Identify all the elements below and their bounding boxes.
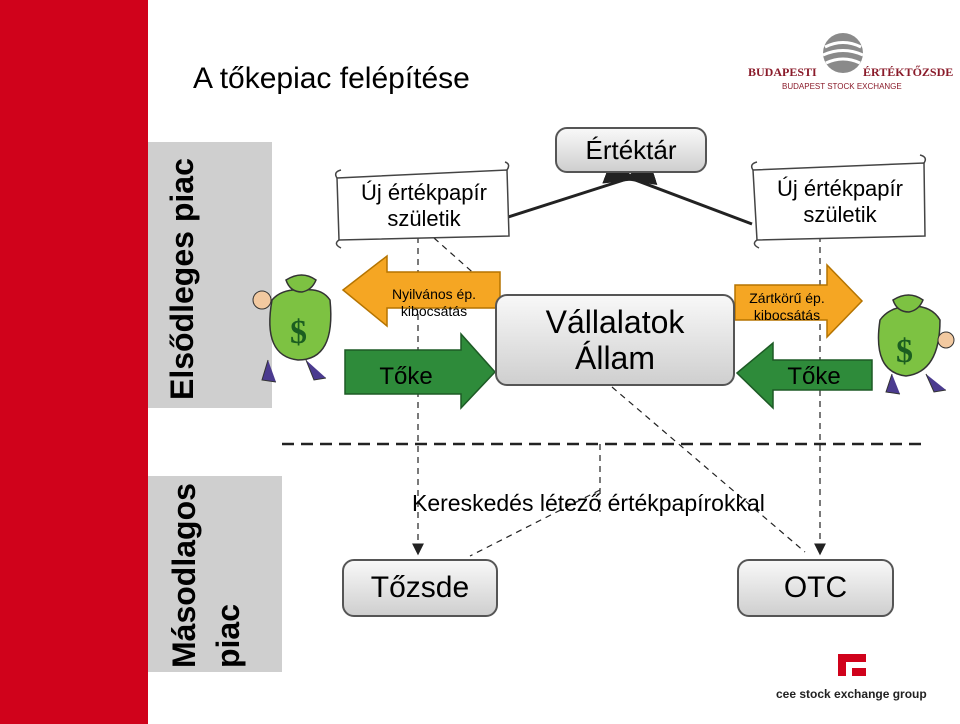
left-capital-arrow	[344, 332, 497, 410]
bse-logo-sub: BUDAPEST STOCK EXCHANGE	[782, 82, 902, 91]
link-securities-to-right-scroll	[602, 155, 753, 226]
money-bag-left-icon: $	[252, 274, 332, 383]
right-scroll	[750, 154, 927, 249]
red-side-bar	[0, 0, 148, 724]
trading-label: Kereskedés létező értékpapírokkal	[412, 490, 765, 516]
money-bag-right-icon: $	[877, 294, 955, 395]
right-capital-label: Tőke	[787, 363, 841, 390]
issuers-line2: Állam	[574, 340, 655, 376]
issuers-line1: Vállalatok	[545, 304, 685, 340]
left-scroll-text: Új értékpapír születik	[340, 180, 508, 232]
svg-text:$: $	[290, 314, 307, 351]
left-capital-label: Tőke	[379, 363, 433, 390]
left-scroll-line2: születik	[387, 206, 461, 231]
page-title: A tőkepiac felépítése	[193, 62, 470, 95]
link-issuers-to-otc	[611, 386, 806, 553]
right-capital-arrow	[735, 341, 873, 410]
right-issue-label: Zártkörű ép. kibocsátás	[732, 290, 842, 324]
secondary-market-panel: Másodlagos piac	[148, 476, 282, 672]
link-securities-to-left-scroll	[501, 156, 658, 221]
left-scroll	[334, 161, 510, 249]
ceeseg-logo-text: cee stock exchange group	[776, 687, 927, 701]
otc-box: OTC	[737, 559, 894, 617]
left-scroll-line1: Új értékpapír	[361, 180, 487, 205]
left-issue-arrow	[341, 254, 501, 328]
right-issue-label-line1: Zártkörű ép.	[749, 290, 825, 306]
exchange-box: Tőzsde	[342, 559, 498, 617]
primary-market-panel: Elsődleges piac	[148, 142, 272, 408]
left-issue-label: Nyilvános ép. kibocsátás	[372, 286, 496, 320]
right-scroll-line1: Új értékpapír	[777, 176, 903, 201]
link-trade-to-exchange	[469, 489, 601, 557]
left-issue-label-line2: kibocsátás	[400, 303, 468, 319]
issuers-box: Vállalatok Állam	[495, 294, 735, 386]
bse-logo-right: ÉRTÉKTŐZSDE	[863, 64, 953, 79]
bse-logo: BUDAPESTI ÉRTÉKTŐZSDE BUDAPEST STOCK EXC…	[748, 33, 953, 91]
ceeseg-logo: cee stock exchange group	[776, 654, 927, 701]
right-issue-arrow	[734, 263, 864, 339]
securities-depository-box: Értéktár	[555, 127, 707, 173]
right-scroll-line2: születik	[803, 202, 877, 227]
left-issue-label-line1: Nyilvános ép.	[391, 286, 477, 302]
right-scroll-text: Új értékpapír születik	[756, 176, 924, 228]
bse-logo-left: BUDAPESTI	[748, 65, 817, 79]
right-issue-label-line2: kibocsátás	[753, 307, 821, 323]
svg-text:$: $	[896, 333, 913, 370]
